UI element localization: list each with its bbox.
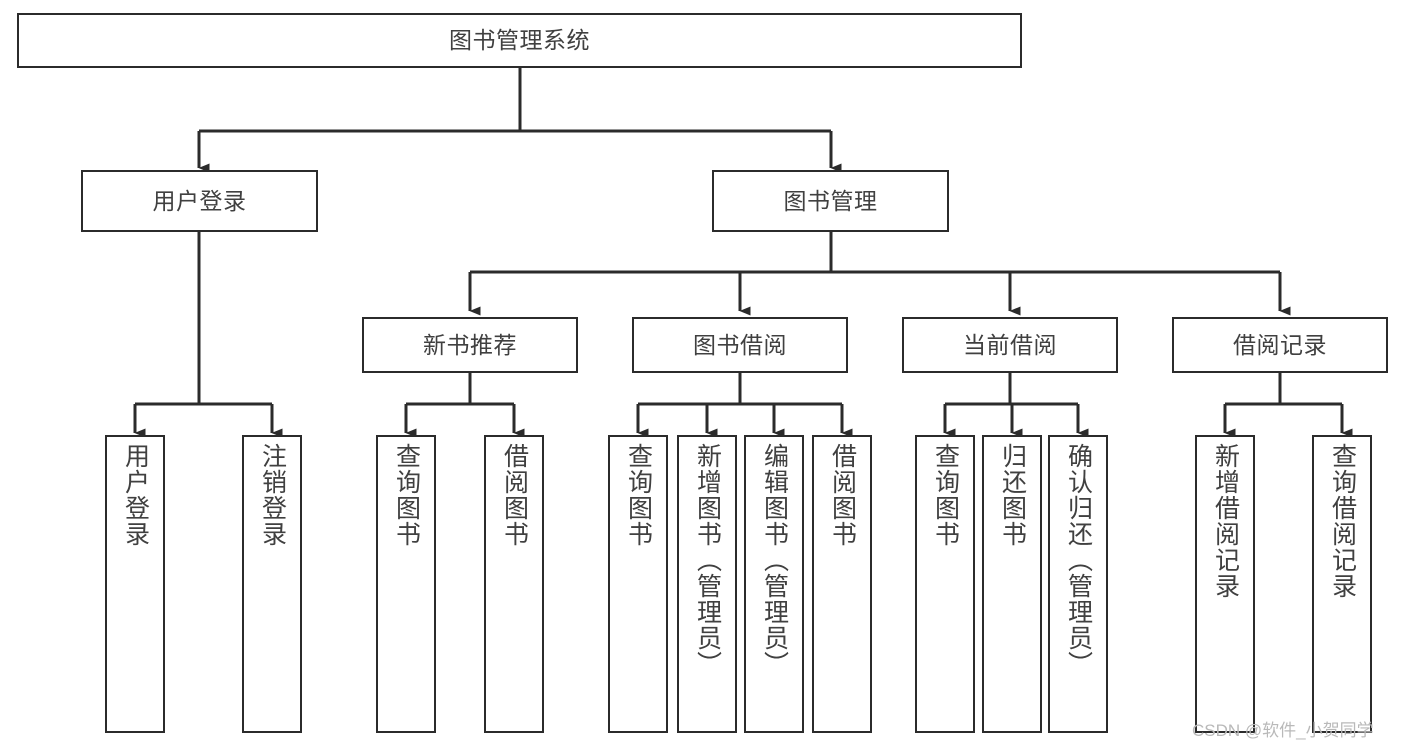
node-book-borrow[interactable]: 图书借阅 bbox=[632, 317, 848, 373]
node-leaf-user-login-label: 用户登录 bbox=[121, 443, 150, 547]
node-new-book-rec-label: 新书推荐 bbox=[423, 331, 517, 358]
node-user-login[interactable]: 用户登录 bbox=[81, 170, 318, 232]
node-leaf-borrow-book-1-label: 借阅图书 bbox=[500, 443, 529, 547]
node-leaf-user-logout[interactable]: 注销登录 bbox=[242, 435, 302, 733]
node-leaf-query-book-1-label: 查询图书 bbox=[392, 443, 421, 547]
node-leaf-add-record-label: 新增借阅记录 bbox=[1211, 443, 1240, 599]
node-leaf-return-book[interactable]: 归还图书 bbox=[982, 435, 1042, 733]
node-leaf-user-login[interactable]: 用户登录 bbox=[105, 435, 165, 733]
node-leaf-query-record[interactable]: 查询借阅记录 bbox=[1312, 435, 1372, 733]
node-leaf-borrow-book-2[interactable]: 借阅图书 bbox=[812, 435, 872, 733]
node-leaf-edit-book[interactable]: 编辑图书（管理员） bbox=[744, 435, 804, 733]
node-leaf-borrow-book-2-label: 借阅图书 bbox=[828, 443, 857, 547]
node-user-login-label: 用户登录 bbox=[152, 187, 247, 214]
node-new-book-rec[interactable]: 新书推荐 bbox=[362, 317, 578, 373]
node-current-borrow[interactable]: 当前借阅 bbox=[902, 317, 1118, 373]
node-leaf-confirm-return-label: 确认归还（管理员） bbox=[1064, 443, 1093, 677]
node-leaf-return-book-label: 归还图书 bbox=[998, 443, 1027, 547]
node-leaf-user-logout-label: 注销登录 bbox=[258, 443, 287, 547]
node-leaf-confirm-return[interactable]: 确认归还（管理员） bbox=[1048, 435, 1108, 733]
node-leaf-add-record[interactable]: 新增借阅记录 bbox=[1195, 435, 1255, 733]
node-borrow-record[interactable]: 借阅记录 bbox=[1172, 317, 1388, 373]
node-leaf-add-book[interactable]: 新增图书（管理员） bbox=[677, 435, 737, 733]
node-leaf-edit-book-label: 编辑图书（管理员） bbox=[760, 443, 789, 677]
node-borrow-record-label: 借阅记录 bbox=[1233, 331, 1327, 358]
node-root-label: 图书管理系统 bbox=[449, 27, 590, 53]
node-book-manage-label: 图书管理 bbox=[783, 187, 878, 214]
node-leaf-query-book-1[interactable]: 查询图书 bbox=[376, 435, 436, 733]
node-leaf-add-book-label: 新增图书（管理员） bbox=[693, 443, 722, 677]
node-leaf-query-book-2-label: 查询图书 bbox=[624, 443, 653, 547]
node-book-borrow-label: 图书借阅 bbox=[693, 331, 787, 358]
node-leaf-query-book-3-label: 查询图书 bbox=[931, 443, 960, 547]
node-leaf-query-record-label: 查询借阅记录 bbox=[1328, 443, 1357, 599]
node-leaf-query-book-3[interactable]: 查询图书 bbox=[915, 435, 975, 733]
node-book-manage[interactable]: 图书管理 bbox=[712, 170, 949, 232]
node-leaf-query-book-2[interactable]: 查询图书 bbox=[608, 435, 668, 733]
node-leaf-borrow-book-1[interactable]: 借阅图书 bbox=[484, 435, 544, 733]
node-current-borrow-label: 当前借阅 bbox=[963, 331, 1057, 358]
node-root[interactable]: 图书管理系统 bbox=[17, 13, 1022, 68]
